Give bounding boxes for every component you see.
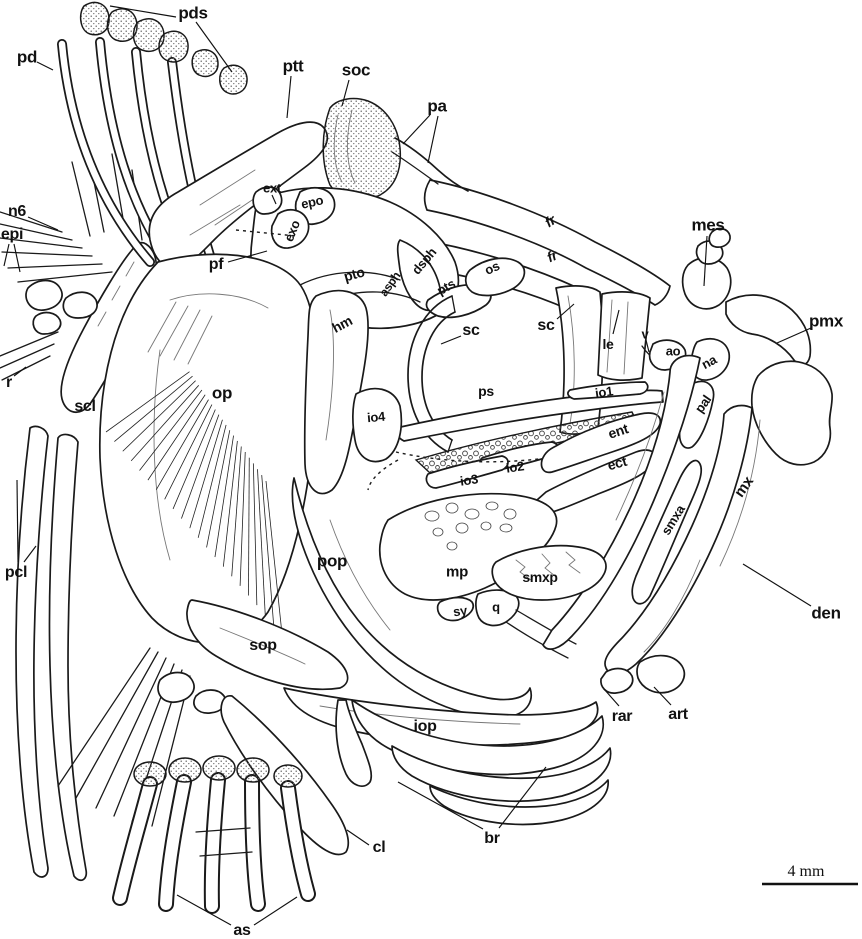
branchiostegal-rays (335, 699, 612, 826)
leader-br (397, 781, 484, 830)
label-io3: io3 (459, 471, 479, 489)
leader-n6 (27, 216, 59, 231)
scale-bar-label: 4 mm (788, 863, 825, 880)
label-epi: epi (0, 226, 24, 243)
leader-pf (227, 250, 268, 263)
leader-r (13, 366, 27, 377)
leader-le (612, 309, 620, 335)
jaw-bones (491, 227, 833, 694)
leader-ext (271, 194, 277, 205)
leader-pds (195, 21, 233, 73)
label-pf: pf (208, 256, 224, 273)
leader-soc (341, 79, 350, 107)
label-art: art (668, 706, 688, 723)
label-sop: sop (249, 637, 277, 654)
label-soc: soc (341, 60, 371, 80)
leader-rar (603, 688, 620, 707)
label-sy: sy (452, 602, 468, 620)
leader-mes (703, 235, 708, 287)
orbit-region (394, 285, 664, 481)
label-pop: pop (316, 551, 348, 571)
label-op: op (211, 383, 233, 403)
label-io1: io1 (594, 383, 614, 401)
leader-br (498, 766, 547, 829)
leader-sc-anterior (440, 335, 462, 345)
leader-ptt (286, 75, 292, 119)
label-q: q (492, 599, 500, 615)
label-r: r (6, 374, 12, 391)
leader-pcl (23, 545, 37, 563)
label-pa: pa (427, 96, 447, 116)
leader-cl (346, 829, 370, 846)
leader-pa (427, 115, 439, 164)
leader-as (253, 896, 298, 926)
leader-epi (13, 243, 21, 273)
label-cl: cl (372, 839, 386, 856)
leader-epi (3, 243, 10, 267)
leader-den (742, 563, 812, 607)
label-io4: io4 (366, 408, 386, 426)
label-ext: ext (263, 180, 281, 196)
cleithrum-actinosts (57, 647, 350, 914)
label-den: den (811, 603, 841, 623)
label-iop: iop (413, 718, 437, 735)
label-pmx: pmx (808, 311, 844, 331)
label-as: as (233, 922, 251, 939)
label-n6: n6 (7, 203, 27, 220)
scale-bar: 4 mm (762, 863, 858, 886)
leader-v (645, 339, 650, 353)
opercular-series (98, 253, 599, 746)
label-ps: ps (478, 383, 494, 399)
leader-pd (36, 61, 54, 71)
leader-art (653, 686, 672, 706)
leader-as (176, 894, 232, 926)
label-ao: ao (665, 343, 681, 359)
label-io2: io2 (505, 458, 525, 476)
label-ptt: ptt (282, 56, 304, 76)
label-pcl: pcl (4, 564, 28, 581)
leader-pcl (16, 479, 19, 563)
label-sc-anterior: sc (462, 322, 480, 339)
axial-spines (0, 151, 143, 381)
leader-lines (3, 5, 812, 926)
leader-pmx (776, 327, 812, 344)
label-br: br (484, 830, 500, 847)
label-scl: scl (74, 398, 96, 415)
label-le: le (602, 336, 614, 352)
label-mp: mp (446, 563, 468, 581)
label-smxp: smxp (522, 569, 558, 585)
label-pd: pd (16, 47, 38, 67)
suspensorium-bones (303, 289, 662, 659)
label-v: v (641, 326, 649, 342)
leader-pds (109, 5, 177, 18)
label-sc-posterior: sc (537, 317, 555, 334)
leader-pa (402, 114, 431, 145)
label-pds: pds (178, 3, 208, 23)
label-rar: rar (611, 708, 633, 725)
leader-sc-posterior (556, 303, 575, 320)
label-mes: mes (691, 215, 725, 235)
